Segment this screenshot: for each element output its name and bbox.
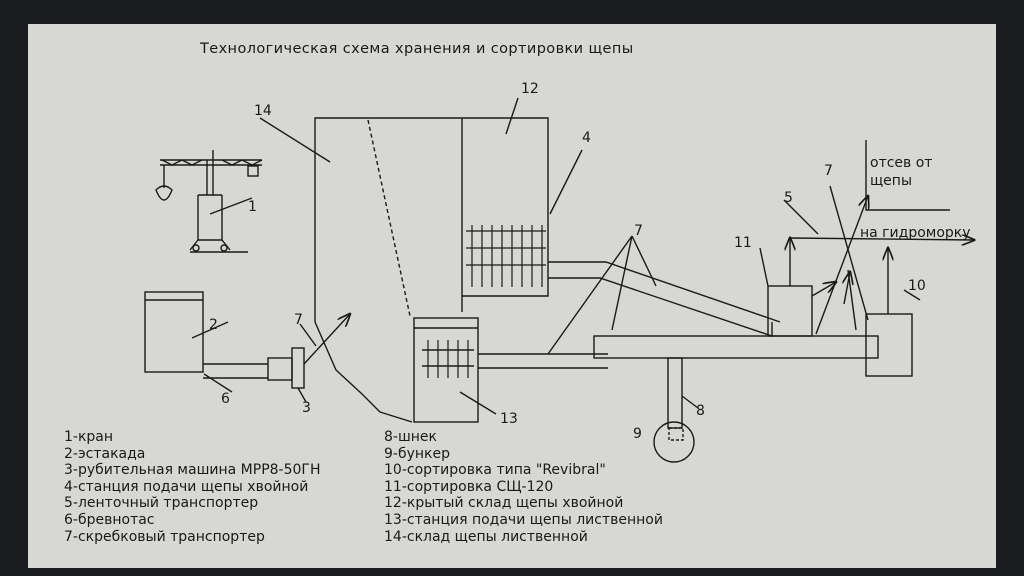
trestle <box>144 291 229 373</box>
legend-item: 10-сортировка типа "Revibral" <box>384 462 606 479</box>
label-11: 11 <box>734 235 752 251</box>
scraper-conveyors <box>478 235 879 369</box>
label-4: 4 <box>582 130 591 146</box>
label-12: 12 <box>521 81 539 97</box>
label-3: 3 <box>302 400 311 416</box>
hardwood-chip-station <box>413 317 497 423</box>
legend-item: 13-станция подачи щепы лиственной <box>384 511 663 528</box>
legend-item: 6-бревнотас <box>64 511 155 528</box>
label-2: 2 <box>209 317 218 333</box>
diagram-sheet: Технологическая схема хранения и сортиро… <box>28 24 996 568</box>
legend-item: 5-ленточный транспортер <box>64 495 259 512</box>
legend-item: 1-кран <box>64 429 114 445</box>
sorter-revibral <box>865 248 921 377</box>
chip-storage-building <box>259 97 583 423</box>
label-9: 9 <box>633 426 642 442</box>
label-7-conveyor: 7 <box>634 223 643 239</box>
label-7-screen: 7 <box>824 163 833 179</box>
softwood-chip-station <box>466 225 546 287</box>
label-13: 13 <box>500 411 518 427</box>
label-10: 10 <box>908 278 926 294</box>
label-14: 14 <box>254 103 272 119</box>
crane <box>155 150 263 253</box>
screenings-label-line1: отсев от <box>870 155 933 171</box>
label-8: 8 <box>696 403 705 419</box>
chipper-outlet <box>299 314 350 365</box>
legend-item: 12-крытый склад щепы хвойной <box>384 495 624 512</box>
diagram-title: Технологическая схема хранения и сортиро… <box>200 41 634 57</box>
legend-item: 8-шнек <box>384 429 437 445</box>
belt-conveyor-and-screenings <box>783 140 974 335</box>
label-7-chipper: 7 <box>294 312 303 328</box>
legend-item: 11-сортировка СЩ-120 <box>384 478 554 495</box>
legend-item: 14-склад щепы лиственной <box>384 528 588 545</box>
legend-item: 2-эстакада <box>64 445 146 462</box>
screenings-label-line2: щепы <box>870 173 913 189</box>
label-1: 1 <box>248 199 257 215</box>
legend-item: 4-станция подачи щепы хвойной <box>64 478 309 495</box>
label-6: 6 <box>221 391 230 407</box>
to-hydro-label: на гидроморку <box>860 225 971 241</box>
legend-item: 7-скребковый транспортер <box>64 528 265 545</box>
legend-item: 9-бункер <box>384 445 450 462</box>
log-deck-and-chipper <box>203 347 307 403</box>
process-scheme <box>144 97 996 463</box>
label-5: 5 <box>784 190 793 206</box>
legend-item: 3-рубительная машина МРР8-50ГН <box>64 462 321 479</box>
screw-and-hopper <box>653 357 699 463</box>
sorter-sch120 <box>759 238 836 337</box>
